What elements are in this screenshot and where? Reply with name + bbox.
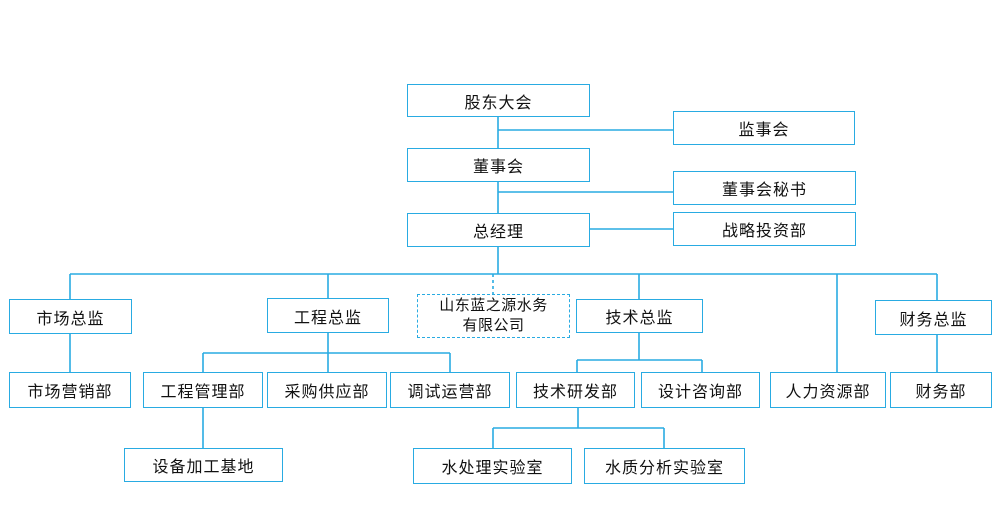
node-marketing-dept: 市场营销部: [9, 372, 131, 408]
node-strategic-investment-dept: 战略投资部: [673, 212, 856, 246]
node-water-quality-analysis-lab: 水质分析实验室: [584, 448, 745, 484]
node-engineering-management-dept: 工程管理部: [143, 372, 263, 408]
node-general-manager: 总经理: [407, 213, 590, 247]
node-water-treatment-lab: 水处理实验室: [413, 448, 572, 484]
company-name-line2: 有限公司: [462, 317, 525, 334]
node-technical-director: 技术总监: [576, 299, 703, 333]
node-board-secretary: 董事会秘书: [673, 171, 856, 205]
node-procurement-supply-dept: 采购供应部: [267, 372, 387, 408]
node-equipment-processing-base: 设备加工基地: [124, 448, 283, 482]
node-company-label: 山东蓝之源水务 有限公司: [417, 294, 570, 338]
node-engineering-director: 工程总监: [267, 298, 389, 333]
node-hr-dept: 人力资源部: [770, 372, 886, 408]
node-finance-dept: 财务部: [890, 372, 992, 408]
node-board-of-directors: 董事会: [407, 148, 590, 182]
node-finance-director: 财务总监: [875, 300, 992, 335]
node-design-consulting-dept: 设计咨询部: [641, 372, 760, 408]
company-name-line1: 山东蓝之源水务: [439, 297, 548, 314]
node-commissioning-operations-dept: 调试运营部: [390, 372, 510, 408]
node-marketing-director: 市场总监: [9, 299, 132, 334]
node-supervisory-board: 监事会: [673, 111, 855, 145]
node-shareholders-meeting: 股东大会: [407, 84, 590, 117]
node-tech-rd-dept: 技术研发部: [516, 372, 635, 408]
